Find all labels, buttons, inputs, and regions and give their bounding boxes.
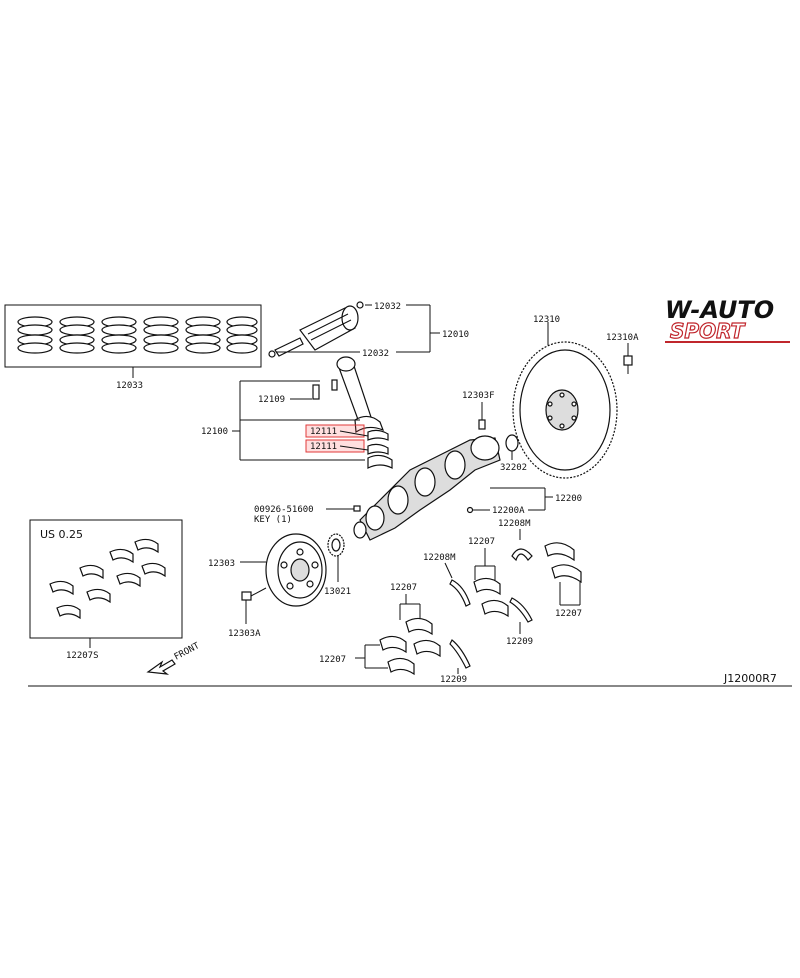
- ring-stack-3: [101, 316, 137, 354]
- pilot-bushing: [505, 434, 519, 452]
- thrust-washer-b: [511, 548, 533, 562]
- thrust-washer-a: [449, 579, 471, 607]
- front-arrow-icon: [146, 659, 176, 675]
- rod-bearing-lower: [367, 443, 389, 455]
- label-flywheel: 12310: [533, 315, 560, 325]
- label-piston-pin-b: 12032: [362, 349, 389, 359]
- crankshaft-group: 12200 12200A: [353, 435, 582, 541]
- label-main-bearing-c: 12207: [390, 583, 417, 593]
- label-rod-assy: 12100: [201, 427, 228, 437]
- label-thrust-washer-a: 12208M: [423, 553, 456, 563]
- label-rod-bolt: 12109: [258, 395, 285, 405]
- label-pilot-pin: 12303F: [462, 391, 495, 401]
- thrust-washer-c: [509, 597, 533, 623]
- label-thrust-washer-d: 12209: [440, 675, 467, 685]
- main-bearing-d-group: 12207: [319, 635, 415, 676]
- main-bearing-b-group: 12207: [544, 542, 582, 619]
- main-bearing-d-lower: [387, 657, 415, 676]
- flywheel-hub: [545, 389, 579, 431]
- crank-rear-flange: [470, 435, 500, 461]
- ring-stack-5: [185, 316, 221, 354]
- thrust-washer-c-group: 12209: [506, 597, 533, 647]
- ring-stack-2: [59, 316, 95, 354]
- flywheel-bolt: [623, 355, 633, 366]
- ring-stacks: [17, 316, 258, 354]
- thrust-washer-d: [449, 639, 471, 669]
- label-thrust-washer-b: 12208M: [498, 519, 531, 529]
- label-key: KEY (1): [254, 515, 292, 525]
- label-undersize: US 0.25: [40, 528, 83, 541]
- main-bearing-set-group: US 0.25 12207S: [29, 519, 183, 661]
- label-main-bearing-a: 12207: [468, 537, 495, 547]
- woodruff-key: [353, 505, 361, 512]
- rod-cap: [367, 454, 393, 469]
- connecting-rod-group: 12100 12109 12111 12111: [201, 356, 393, 469]
- main-bearing-b-upper: [544, 542, 575, 562]
- logo-line2: SPORT: [670, 319, 746, 343]
- label-rod-bearing-a: 12111: [310, 427, 337, 437]
- main-bearing-c-lower: [413, 639, 441, 658]
- label-pulley: 12303: [208, 559, 235, 569]
- crank-plug: [466, 506, 474, 514]
- main-bearing-b-lower: [551, 564, 582, 584]
- front-indicator: FRONT: [146, 641, 202, 675]
- pilot-group: 12303F 32202: [462, 391, 527, 473]
- rod-big-end: [354, 415, 385, 434]
- bearing-shells: [49, 538, 166, 620]
- piston-pin: [274, 337, 304, 357]
- brand-logo: W-AUTO SPORT: [665, 296, 790, 344]
- highlight-rod-bearing-a: [305, 424, 365, 438]
- main-bearing-a-group: 12207: [468, 537, 509, 618]
- label-ring-set: 12033: [116, 381, 143, 391]
- label-piston-pin-a: 12032: [374, 302, 401, 312]
- bearing-set-box: [29, 519, 183, 639]
- piston-ring-set-group: 12033: [4, 304, 262, 391]
- label-main-bearing-b: 12207: [555, 609, 582, 619]
- rod-bolt: [312, 384, 320, 400]
- main-bearing-c-group: 12207: [390, 583, 441, 658]
- flywheel-group: 12310 12310A: [512, 315, 639, 479]
- piston-group: 12032 12032 12010: [268, 301, 469, 359]
- diagram-code: J12000R7: [723, 672, 777, 685]
- crank-pulley-group: 12303 12303A: [208, 533, 327, 639]
- snap-ring-bottom: [268, 350, 276, 358]
- snap-ring-top: [356, 301, 364, 309]
- ring-stack-1: [17, 316, 53, 354]
- logo-line1: W-AUTO: [665, 296, 774, 324]
- label-flywheel-bolt: 12310A: [606, 333, 639, 343]
- label-thrust-washer-c: 12209: [506, 637, 533, 647]
- pulley-bolt-head: [241, 591, 252, 601]
- thrust-washer-d-group: 12209: [440, 639, 471, 685]
- ring-stack-4: [143, 316, 179, 354]
- label-main-bearing-d: 12207: [319, 655, 346, 665]
- main-bearing-c-upper: [405, 617, 433, 636]
- main-bearing-a-upper: [473, 577, 501, 596]
- key-group: 00926-51600 KEY (1): [254, 505, 361, 525]
- main-bearing-d-upper: [379, 635, 407, 654]
- pilot-pin: [478, 419, 486, 430]
- rod-bearing-upper: [367, 429, 389, 441]
- highlight-rod-bearing-b: [305, 439, 365, 453]
- pulley-hub: [290, 558, 310, 582]
- sprocket-group: 13021: [324, 533, 351, 597]
- rod-small-end: [336, 356, 356, 372]
- label-pulley-bolt: 12303A: [228, 629, 261, 639]
- label-front: FRONT: [173, 641, 202, 663]
- label-crank-plug: 12200A: [492, 506, 525, 516]
- label-pilot-bushing: 32202: [500, 463, 527, 473]
- label-sprocket: 13021: [324, 587, 351, 597]
- label-piston: 12010: [442, 330, 469, 340]
- label-crankshaft: 12200: [555, 494, 582, 504]
- piston-crown: [341, 305, 359, 331]
- label-key-part: 00926-51600: [254, 505, 314, 515]
- crank-nose: [353, 521, 367, 539]
- main-bearing-a-lower: [481, 599, 509, 618]
- thrust-washer-b-group: 12208M: [498, 519, 533, 562]
- ring-stack-6: [226, 316, 258, 354]
- label-rod-bearing-b: 12111: [310, 442, 337, 452]
- label-main-bearing-set: 12207S: [66, 651, 99, 661]
- thrust-washer-a-group: 12208M: [423, 553, 471, 607]
